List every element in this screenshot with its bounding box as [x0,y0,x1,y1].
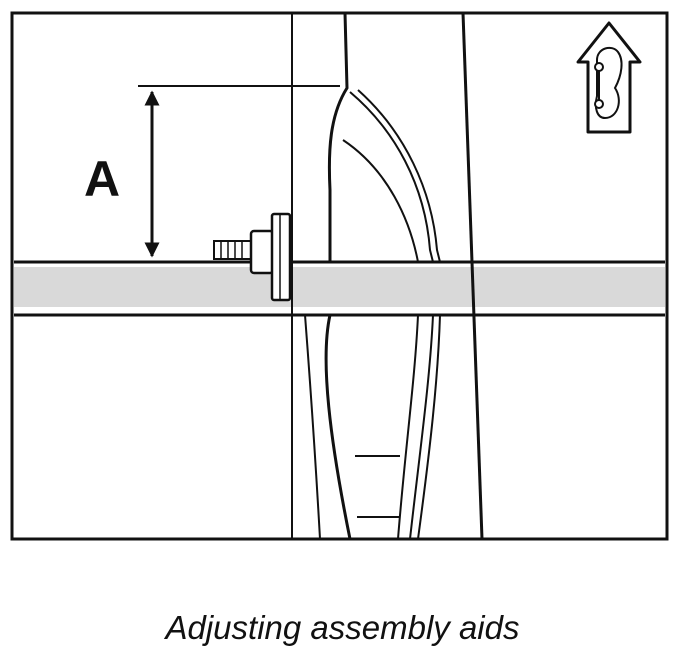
vertical-post-right [461,12,484,540]
assembly-aid-bar [14,267,665,307]
bolt-assembly [213,212,292,302]
door-contour-left [304,314,321,540]
assembly-diagram: A [10,11,669,541]
dimension-label: A [84,151,120,207]
vehicle-forward-arrow-icon [576,21,642,134]
door-contour-inner-1 [349,91,434,540]
door-contour-inner-3 [342,139,419,540]
bolt-nut [249,229,275,275]
door-contour-inner-2 [357,89,441,540]
bolt-washer [270,212,292,302]
bolt-thread [213,240,253,260]
figure-caption: Adjusting assembly aids [165,609,520,646]
door-contour-outer [324,12,352,540]
